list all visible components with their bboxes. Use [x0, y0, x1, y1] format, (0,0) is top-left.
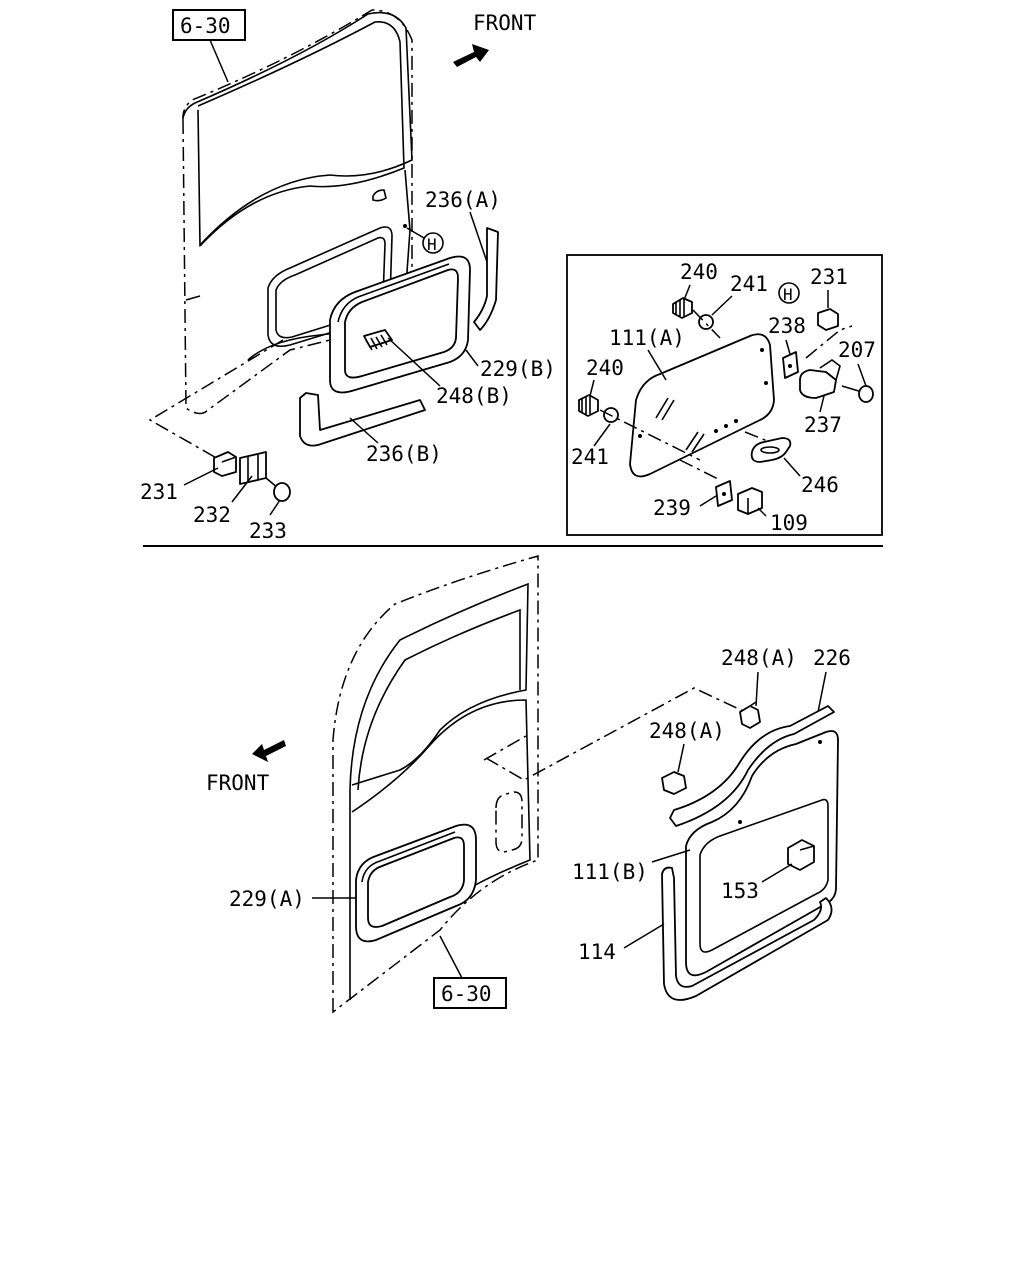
bottom-front-label: FRONT [206, 771, 270, 795]
part-248b-clip[interactable] [363, 329, 393, 351]
part-246-stop[interactable] [750, 437, 792, 463]
part-232-hinge[interactable] [239, 451, 267, 485]
part-237-latch[interactable] [799, 359, 841, 399]
part-240-bolt-upper[interactable] [672, 297, 693, 319]
part-240-bolt-lower[interactable] [578, 394, 599, 417]
part-153-clip[interactable] [787, 839, 815, 871]
label-240-lower: 240 [586, 356, 624, 380]
top-marker-h-label: H [427, 235, 437, 254]
bottom-ref-box[interactable] [433, 977, 507, 1009]
inset-window-assembly: H [566, 254, 883, 536]
label-111b: 111(B) [572, 860, 648, 884]
label-239: 239 [653, 496, 691, 520]
front-arrow-icon [453, 44, 489, 67]
top-front-label: FRONT [473, 11, 537, 35]
part-229a-seal[interactable] [355, 823, 477, 943]
label-109: 109 [770, 511, 808, 535]
label-232: 232 [193, 503, 231, 527]
inset-frame [566, 254, 883, 536]
label-241-lower: 241 [571, 445, 609, 469]
label-231-top: 231 [140, 480, 178, 504]
part-236a-strip[interactable] [473, 227, 499, 331]
part-231-block-inset[interactable] [817, 308, 839, 331]
label-229b: 229(B) [480, 357, 556, 381]
part-109-piece[interactable] [737, 487, 763, 515]
top-ref-box[interactable] [172, 9, 246, 41]
part-229b-seal[interactable] [329, 255, 471, 394]
label-241-upper: 241 [730, 272, 768, 296]
top-marker-h [422, 232, 444, 254]
part-238-bracket[interactable] [782, 351, 799, 379]
part-236b-strip[interactable] [299, 392, 426, 447]
part-207-screw[interactable] [841, 385, 874, 403]
part-114-seal[interactable] [661, 866, 833, 1001]
inset-marker-h [778, 282, 800, 304]
label-153: 153 [721, 879, 759, 903]
label-111a: 111(A) [609, 326, 685, 350]
part-248a-clip-upper[interactable] [739, 701, 761, 729]
top-ref-label: 6-30 [180, 14, 231, 38]
label-248a-upper: 248(A) [721, 646, 797, 670]
part-241-washer-upper[interactable] [698, 314, 714, 330]
label-233: 233 [249, 519, 287, 543]
part-231-block[interactable] [213, 451, 237, 477]
label-246: 246 [801, 473, 839, 497]
part-233-bolt[interactable] [265, 477, 291, 502]
label-231-inset: 231 [810, 265, 848, 289]
bottom-door-assembly: 6-30 FRONT [206, 555, 851, 1014]
bottom-front-arrow-icon [252, 740, 286, 762]
label-114: 114 [578, 940, 616, 964]
label-240-upper: 240 [680, 260, 718, 284]
part-226-strip[interactable] [669, 705, 835, 827]
label-248a-lower: 248(A) [649, 719, 725, 743]
label-236b: 236(B) [366, 442, 442, 466]
label-236a: 236(A) [425, 188, 501, 212]
part-111a-glass[interactable] [629, 333, 775, 478]
part-239-bracket[interactable] [715, 480, 733, 507]
label-229a: 229(A) [229, 887, 305, 911]
bottom-ref-label: 6-30 [441, 982, 492, 1006]
label-238: 238 [768, 314, 806, 338]
label-226: 226 [813, 646, 851, 670]
label-237: 237 [804, 413, 842, 437]
part-111b-panel[interactable] [685, 730, 839, 977]
door-latch-icon [372, 189, 387, 202]
top-door-assembly: 6-30 FRONT H [140, 9, 556, 543]
label-248b: 248(B) [436, 384, 512, 408]
label-207: 207 [838, 338, 876, 362]
part-248a-clip-lower[interactable] [661, 771, 687, 795]
inset-marker-h-label: H [783, 285, 793, 304]
